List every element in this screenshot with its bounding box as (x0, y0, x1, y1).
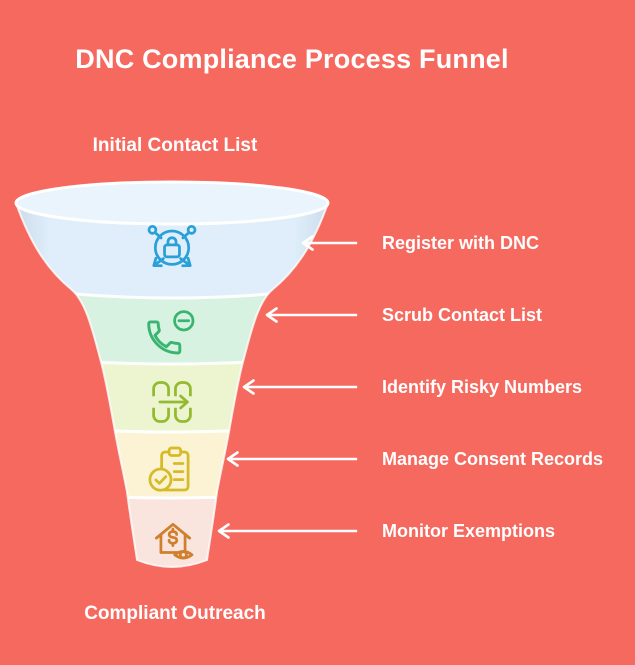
stage-label-monitor-exemptions: Monitor Exemptions (382, 521, 556, 541)
stage-label-scrub-list: Scrub Contact List (382, 305, 543, 325)
arrow-register-dnc (301, 235, 358, 251)
funnel-opening (14, 180, 330, 226)
network-lock-icon (147, 225, 197, 268)
funnel-outline (15, 202, 329, 568)
arrow-consent-records (226, 451, 358, 467)
arrow-scrub-list (265, 307, 358, 323)
funnel-exit-label: Compliant Outreach (84, 603, 266, 624)
stage-label-consent-records: Manage Consent Records (382, 449, 604, 469)
arrow-monitor-exemptions (217, 523, 358, 539)
stage-label-register-dnc: Register with DNC (382, 233, 540, 253)
arrow-risky-numbers (242, 379, 358, 395)
device-transfer-icon (148, 381, 195, 423)
funnel-entry-label: Initial Contact List (92, 135, 258, 156)
connector-arrows (217, 235, 358, 539)
house-dollar-eye-icon (154, 522, 194, 560)
clipboard-check-icon (148, 446, 190, 492)
phone-minus-icon (147, 310, 195, 355)
funnel-edge-shading (16, 203, 328, 567)
stage-label-risky-numbers: Identify Risky Numbers (382, 377, 583, 397)
page-title: DNC Compliance Process Funnel (75, 44, 509, 74)
